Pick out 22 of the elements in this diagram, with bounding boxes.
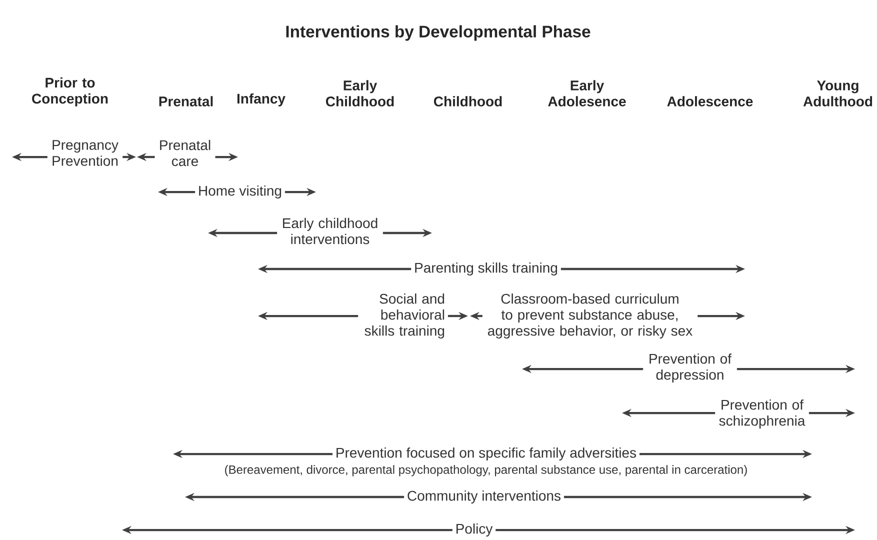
title: Interventions by Developmental Phase [286,25,590,41]
intervention-label: Home visiting [199,185,282,199]
phase-heading: Childhood [434,96,502,106]
intervention-label: Parenting skills training [415,262,558,276]
intervention-label: Policy [456,523,493,537]
intervention-label: Prenatal care [160,140,210,166]
intervention-label: Community interventions [408,490,560,504]
phase-heading: Infancy [237,93,286,106]
intervention-label: Early childhood interventions [283,218,378,244]
intervention-label: Prevention of schizophrenia [719,399,806,429]
intervention-label: Prevention focused on specific family adversities [336,447,636,461]
intervention-label: Pregnancy Prevention [52,140,118,166]
intervention-label: Classroom-based curriculum to prevent substance abuse, aggressive behavior, or risky sex [488,293,692,339]
phase-heading: Early Adolesence [548,80,626,106]
phase-heading: Prior to Conception [32,77,108,106]
note: (Bereavement, divorce, parental psychopathology, parental substance use, parental in carceration) [225,465,747,476]
phase-heading: Early Childhood [326,80,394,106]
phase-heading: Young Adulthood [803,80,872,106]
intervention-label: Prevention of depression [650,353,732,383]
intervention-label: Social and behavioral skills training [364,293,444,339]
phase-heading: Prenatal [159,96,213,106]
phase-heading: Adolescence [667,96,753,106]
